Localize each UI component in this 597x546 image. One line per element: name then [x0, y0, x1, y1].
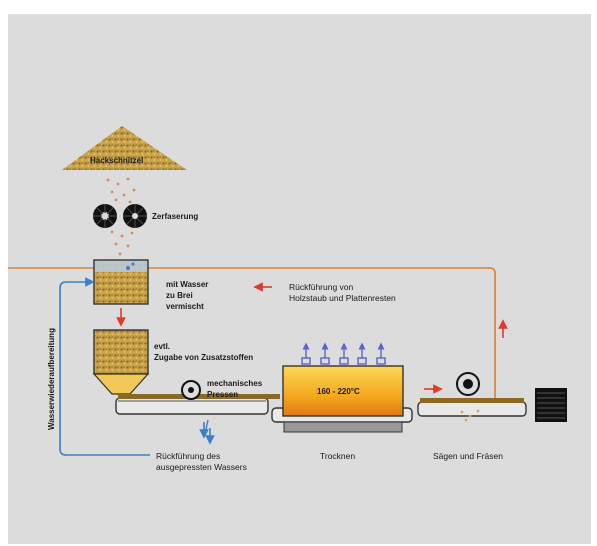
board-stack: [535, 388, 567, 422]
press-label-1: mechanisches: [207, 379, 263, 388]
saw-station: [417, 372, 527, 422]
additive-label-2: Zugabe von Zusatzstoffen: [154, 353, 253, 362]
defibration-label: Zerfaserung: [152, 212, 198, 221]
mixing-tank: [93, 259, 149, 305]
additive-hopper: [92, 329, 150, 395]
pile-label: Hackschnitzel: [90, 156, 143, 165]
mix-label-1: mit Wasser: [166, 280, 208, 289]
return-dust-label-2: Holzstaub und Plattenresten: [289, 293, 396, 303]
return-water-label-1: Rückführung des: [156, 451, 220, 461]
water-drip-arrows: [199, 419, 215, 445]
dry-label: Trocknen: [320, 451, 355, 461]
saw-label: Sägen und Fräsen: [433, 451, 503, 461]
return-water-label-2: ausgepressten Wassers: [156, 462, 247, 472]
return-dust-line: [8, 267, 496, 402]
dryer: [271, 365, 413, 433]
press-roller: [181, 380, 201, 400]
mix-label-3: vermischt: [166, 302, 204, 311]
press-conveyor: [115, 394, 280, 415]
water-treatment-label: Wasserwiederaufbereitung: [47, 328, 56, 430]
water-return-line: [59, 277, 150, 456]
mix-label-2: zu Brei: [166, 291, 193, 300]
dryer-temp-label: 160 - 220°C: [317, 387, 360, 396]
falling-chips: [106, 177, 136, 256]
defibration-rollers: [93, 204, 147, 228]
press-label-2: Pressen: [207, 390, 238, 399]
return-dust-label-1: Rückführung von: [289, 282, 354, 292]
wood-chip-pile: [62, 126, 187, 170]
steam-vents: [301, 342, 386, 365]
additive-label-1: evtl.: [154, 342, 170, 351]
